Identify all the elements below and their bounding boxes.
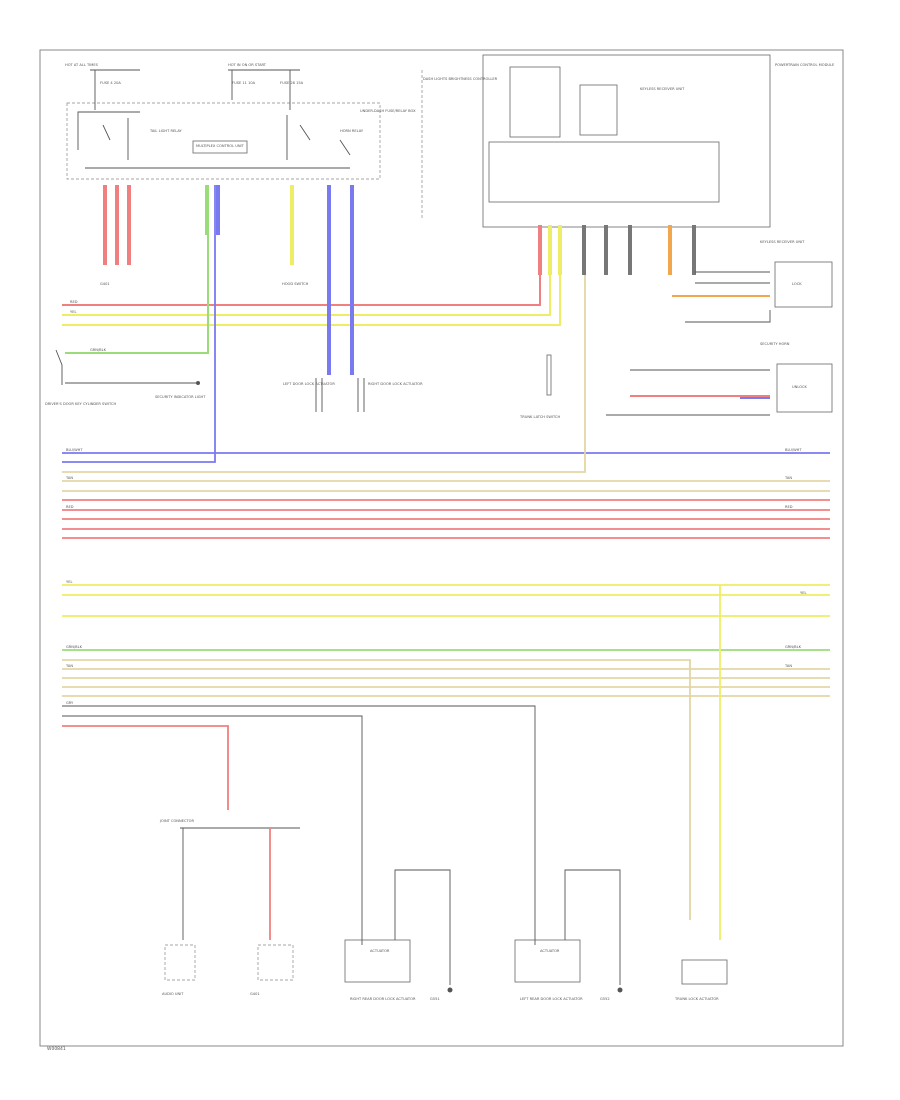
lower-yellow-label-left: YEL	[66, 580, 72, 584]
bus-tan-label-right: TAN	[784, 476, 792, 480]
middle-bus: BLU/WHT BLU/WHT TAN TAN RED RED	[62, 185, 830, 539]
trunk-lock-label: TRUNK LOCK ACTUATOR	[674, 997, 719, 1001]
top-bus-lines: RED YEL	[62, 275, 561, 326]
hot-at-all-times-label: HOT AT ALL TIMES	[65, 63, 99, 67]
actuator-right-label: ACTUATOR	[370, 949, 390, 953]
ground-label: G401	[250, 992, 260, 996]
ground-b-label: G552	[600, 997, 610, 1001]
s-lock-label-1: LOCK	[792, 282, 802, 286]
keyless-modules: KEYLESS RECEIVER UNIT LOCK SECURITY HORN…	[606, 240, 833, 416]
left-door-lock-label: LEFT DOOR LOCK ACTUATOR	[283, 382, 335, 386]
wire-yellow-label-1: YEL	[70, 310, 76, 314]
ground-stub-label: G401	[100, 282, 110, 286]
right-rear-module-label: RIGHT REAR DOOR LOCK ACTUATOR	[350, 997, 416, 1001]
ground-a-label: G551	[430, 997, 440, 1001]
s-unlock-label: UNLOCK	[792, 385, 808, 389]
keyless-1-label: KEYLESS RECEIVER UNIT	[640, 87, 685, 91]
fuse-b-label: FUSE 11 10A	[232, 81, 256, 85]
hood-switch-label: HOOD SWITCH	[282, 282, 309, 286]
security-indicator-label: SECURITY INDICATOR LIGHT	[155, 395, 206, 399]
bus-blue-label-left: BLU/WHT	[66, 448, 83, 452]
bus-red-label-left: RED	[66, 505, 74, 509]
lower-bus: YEL YEL GRN/BLK GRN/BLK TAN TAN GRY	[62, 580, 830, 945]
powertrain-module: POWERTRAIN CONTROL MODULE DASH LIGHTS BR…	[421, 54, 835, 228]
center-block-label: MULTIPLEX CONTROL UNIT	[196, 144, 245, 148]
lower-gray-label: GRY	[66, 701, 74, 705]
relay-left-label: TAIL LIGHT RELAY	[149, 129, 182, 133]
wire-red-label-1: RED	[70, 300, 78, 304]
bus-tan-label-left: TAN	[65, 476, 73, 480]
actuator-left-label: ACTUATOR	[540, 949, 560, 953]
wire-green-label: GRN/BLK	[90, 348, 107, 352]
keyless-module-label: KEYLESS RECEIVER UNIT	[760, 240, 805, 244]
relay-right-label: HORN RELAY	[340, 129, 364, 133]
lower-green-label-right: GRN/BLK	[785, 645, 802, 649]
diagram-frame	[39, 49, 844, 1047]
key-cylinder-label: DRIVER'S DOOR KEY CYLINDER SWITCH	[45, 402, 116, 406]
security-horn-label: SECURITY HORN	[760, 342, 790, 346]
lower-green-label-left: GRN/BLK	[66, 645, 83, 649]
lower-tan-label-left: TAN	[65, 664, 73, 668]
bus-red-label-right: RED	[785, 505, 793, 509]
audio-unit-label: AUDIO UNIT	[162, 992, 184, 996]
junction-label: JOINT CONNECTOR	[159, 819, 194, 823]
fuse-box-stubs: G401 HOOD SWITCH	[100, 185, 354, 286]
left-rear-module-label: LEFT REAR DOOR LOCK ACTUATOR	[520, 997, 583, 1001]
fuse-a-label: FUSE 4 20A	[100, 81, 121, 85]
diagram-code: W00841	[47, 1046, 66, 1052]
bus-blue-label-right: BLU/WHT	[785, 448, 802, 452]
powertrain-module-label: POWERTRAIN CONTROL MODULE	[775, 63, 835, 67]
rear-module-label: TRUNK LATCH SWITCH	[519, 415, 560, 419]
under-dash-label: UNDER-DASH FUSE/RELAY BOX	[360, 109, 416, 113]
dash-light-label: DASH LIGHTS BRIGHTNESS CONTROLLER	[423, 77, 498, 81]
powertrain-wires	[538, 225, 696, 275]
lower-yellow-label-right: YEL	[800, 591, 806, 595]
door-lock-area: GRN/BLK DRIVER'S DOOR KEY CYLINDER SWITC…	[45, 235, 560, 419]
lower-tan-label-right: TAN	[784, 664, 792, 668]
bottom-components: JOINT CONNECTOR AUDIO UNIT G401 ACTUATOR…	[159, 819, 728, 1001]
fuse-c-label: FUSE 28 15A	[280, 81, 304, 85]
hot-in-run-label: HOT IN ON OR START	[228, 63, 267, 67]
under-dash-fuse-box: HOT AT ALL TIMES HOT IN ON OR START FUSE…	[65, 63, 416, 180]
right-door-lock-label: RIGHT DOOR LOCK ACTUATOR	[368, 382, 423, 386]
